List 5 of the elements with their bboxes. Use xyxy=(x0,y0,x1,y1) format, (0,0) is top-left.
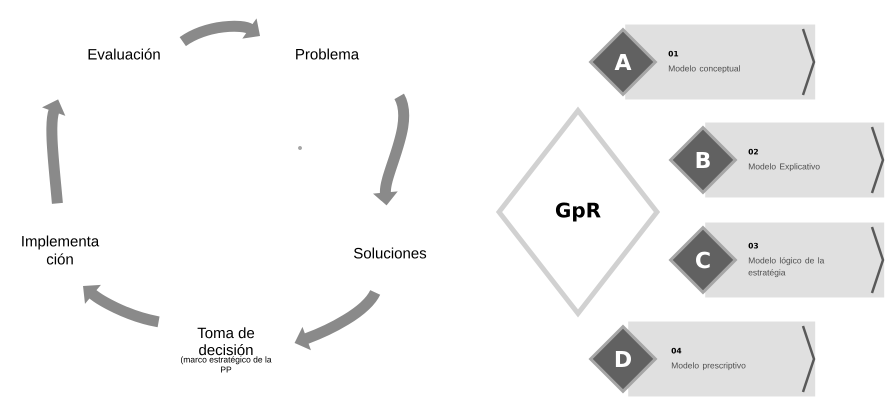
stage-label: Evaluación xyxy=(88,48,160,60)
stage-label: Implementa ción xyxy=(22,236,100,264)
stage-label: Problema xyxy=(296,48,360,60)
stage-label: Soluciones xyxy=(354,247,426,258)
stage-label: Toma de decisión (marco estratégico de la PP xyxy=(180,327,272,372)
